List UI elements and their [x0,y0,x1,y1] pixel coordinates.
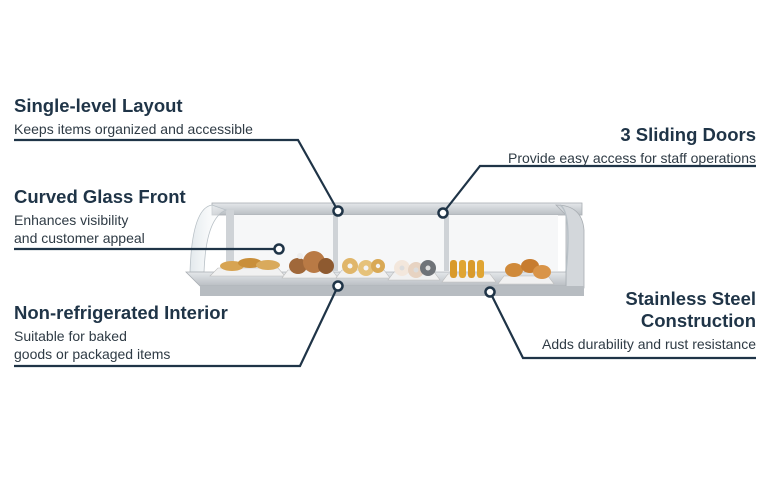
feature-description: Adds durability and rust resistance [542,336,756,352]
feature-title: Non-refrigerated Interior [14,302,228,323]
feature-stainless-steel-construction: Stainless Steel Construction Adds durabi… [542,288,756,353]
feature-description: Keeps items organized and accessible [14,121,253,137]
feature-single-level-layout: Single-level Layout Keeps items organize… [14,95,253,138]
feature-description: Provide easy access for staff operations [508,150,756,166]
tray-bagels [335,258,391,279]
feature-title: Single-level Layout [14,95,183,116]
door-divider [444,215,449,271]
tray-eclairs [441,260,497,283]
food-trays [209,251,555,285]
case-base-front [200,286,584,296]
feature-description: Enhances visibility and customer appeal [14,212,145,246]
case-left-post [226,210,234,272]
feature-description: Suitable for baked goods or packaged ite… [14,328,171,362]
leader-line-doors [442,164,756,214]
tray-bread [209,258,286,277]
tray-croissants [497,259,555,285]
feature-sliding-doors: 3 Sliding Doors Provide easy access for … [508,124,756,167]
case-interior [226,215,558,271]
feature-title: Curved Glass Front [14,186,186,207]
tray-pastries [281,251,339,279]
callout-dot [332,205,344,217]
feature-non-refrigerated-interior: Non-refrigerated Interior Suitable for b… [14,302,228,363]
callout-dot [273,243,285,255]
callout-dots [273,205,496,298]
leader-lines [14,138,756,368]
tray-donuts [387,260,441,281]
curved-glass-right [559,204,569,273]
feature-curved-glass-front: Curved Glass Front Enhances visibility a… [14,186,186,247]
door-divider [333,215,338,271]
leader-line-layout [14,138,339,212]
leader-line-steel [489,291,756,360]
case-top-panel [211,202,583,216]
leader-line-interior [14,285,339,368]
callout-dot [484,286,496,298]
feature-title: 3 Sliding Doors [620,124,756,145]
callout-dot [437,207,449,219]
callout-dot [332,280,344,292]
feature-title: Stainless Steel Construction [625,288,756,331]
